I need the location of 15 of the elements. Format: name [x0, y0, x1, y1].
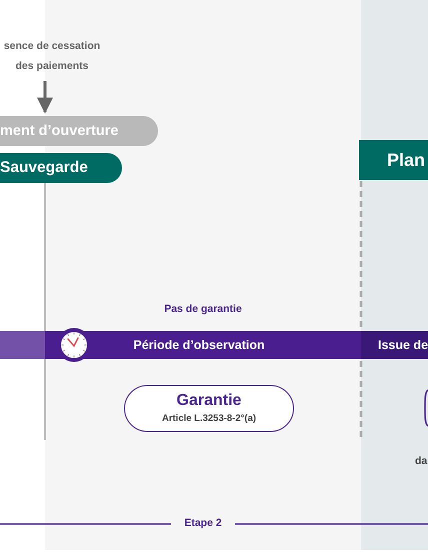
procedure-pill: Sauvegarde — [0, 153, 122, 183]
pill-outline — [424, 389, 428, 427]
timeline-band: Période d’observation — [45, 331, 361, 359]
arrow — [37, 81, 53, 114]
annotation-text: sence de cessation des paiements — [0, 36, 104, 76]
pill-title: Garantie — [176, 392, 242, 410]
article-reference: Article L.3253-8-2°(a) — [162, 412, 256, 426]
title-bar: Plan — [359, 140, 428, 180]
guarantee-pill — [124, 385, 294, 432]
stage-label: Etape 2 — [184, 517, 222, 529]
stage-pill: ment d’ouverture — [0, 116, 158, 146]
annotation-text: Pas de garantie — [164, 303, 242, 315]
timeline-band — [0, 331, 45, 359]
annotation-text: da — [415, 455, 428, 467]
timeline-band: Issue de — [361, 331, 428, 359]
